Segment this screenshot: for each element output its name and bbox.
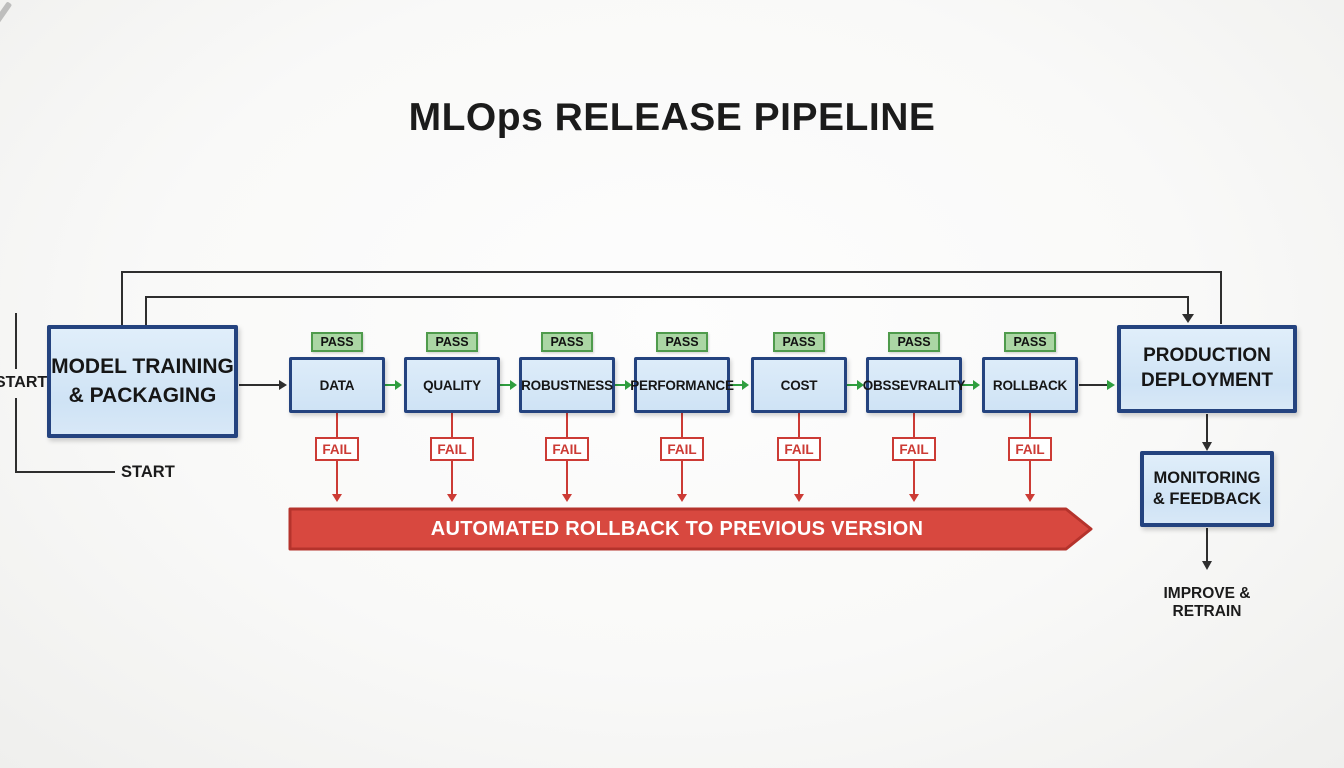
start-label-bottom: START bbox=[121, 463, 175, 481]
fail-badge: FAIL bbox=[545, 437, 589, 461]
fail-arrowhead-icon bbox=[562, 494, 572, 502]
production-deployment-box: PRODUCTION DEPLOYMENT bbox=[1117, 325, 1297, 413]
pass-badge: PASS bbox=[656, 332, 708, 352]
stage-box: ROLLBACK bbox=[982, 357, 1078, 413]
stage-performance: PASS PERFORMANCE FAIL bbox=[630, 332, 734, 461]
stage-box: DATA bbox=[289, 357, 385, 413]
pass-badge: PASS bbox=[888, 332, 940, 352]
start-label-left: START bbox=[0, 374, 48, 391]
page-title: MLOps RELEASE PIPELINE bbox=[408, 96, 936, 139]
feedback-loop-arrowhead-icon bbox=[1182, 314, 1194, 323]
pass-badge: PASS bbox=[1004, 332, 1056, 352]
rollback-banner: AUTOMATED ROLLBACK TO PREVIOUS VERSION bbox=[288, 506, 1098, 552]
stage-box: COST bbox=[751, 357, 847, 413]
feedback-loop-inner-line bbox=[145, 296, 1189, 325]
stage-arrowhead-icon bbox=[973, 380, 980, 390]
pass-badge: PASS bbox=[311, 332, 363, 352]
fail-badge: FAIL bbox=[315, 437, 359, 461]
stage-box: PERFORMANCE bbox=[630, 357, 734, 413]
stage-arrowhead-icon bbox=[742, 380, 749, 390]
monitoring-to-improve-arrowhead-icon bbox=[1202, 561, 1212, 570]
stage-arrowhead-icon bbox=[395, 380, 402, 390]
model-to-data-arrowhead-icon bbox=[279, 380, 287, 390]
stage-data: PASS DATA FAIL bbox=[289, 332, 385, 461]
rollback-banner-label: AUTOMATED ROLLBACK TO PREVIOUS VERSION bbox=[430, 517, 924, 540]
model-training-box: MODEL TRAINING & PACKAGING bbox=[47, 325, 238, 438]
pass-badge: PASS bbox=[773, 332, 825, 352]
fail-arrowhead-icon bbox=[332, 494, 342, 502]
fail-badge: FAIL bbox=[777, 437, 821, 461]
pass-badge: PASS bbox=[426, 332, 478, 352]
fail-arrowhead-icon bbox=[909, 494, 919, 502]
monitoring-feedback-box: MONITORING & FEEDBACK bbox=[1140, 451, 1274, 527]
production-to-monitoring-arrowhead-icon bbox=[1202, 442, 1212, 451]
stage-rollback: PASS ROLLBACK FAIL bbox=[982, 332, 1078, 461]
rollback-banner-shape bbox=[288, 507, 1093, 551]
stage-box: OBSSEVRALITY bbox=[863, 357, 966, 413]
fail-arrowhead-icon bbox=[1025, 494, 1035, 502]
pass-badge: PASS bbox=[541, 332, 593, 352]
fail-badge: FAIL bbox=[660, 437, 704, 461]
fail-arrowhead-icon bbox=[447, 494, 457, 502]
fail-arrowhead-icon bbox=[794, 494, 804, 502]
stage-robustness: PASS ROBUSTNESS FAIL bbox=[519, 332, 615, 461]
stage-observability: PASS OBSSEVRALITY FAIL bbox=[863, 332, 966, 461]
corner-smudge bbox=[0, 1, 13, 33]
rollback-to-production-arrowhead-icon bbox=[1107, 380, 1115, 390]
stage-box: QUALITY bbox=[404, 357, 500, 413]
fail-badge: FAIL bbox=[430, 437, 474, 461]
fail-badge: FAIL bbox=[1008, 437, 1052, 461]
improve-retrain-label: IMPROVE & RETRAIN bbox=[1163, 585, 1251, 620]
stage-arrowhead-icon bbox=[510, 380, 517, 390]
stage-box: ROBUSTNESS bbox=[519, 357, 615, 413]
feedback-loop-outer-line bbox=[121, 271, 1222, 325]
stage-quality: PASS QUALITY FAIL bbox=[404, 332, 500, 461]
fail-arrowhead-icon bbox=[677, 494, 687, 502]
fail-badge: FAIL bbox=[892, 437, 936, 461]
stage-cost: PASS COST FAIL bbox=[751, 332, 847, 461]
